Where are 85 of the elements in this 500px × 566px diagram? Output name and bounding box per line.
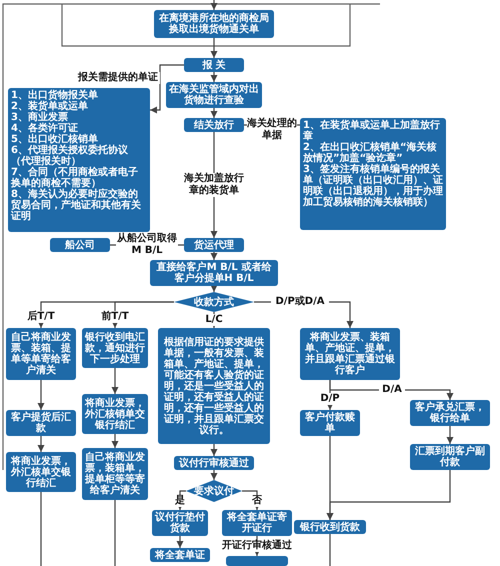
box-text: 结关放行 <box>194 120 234 130</box>
process-box <box>154 10 274 38</box>
list-box <box>300 118 446 230</box>
process-box <box>410 444 490 470</box>
box-text: 议付行审核通过 <box>179 458 249 468</box>
process-box <box>184 58 244 72</box>
edge-label: D/P或D/A <box>271 296 329 308</box>
process-box <box>410 400 490 426</box>
box-text: 将全套单证 <box>155 550 205 560</box>
arrow <box>210 470 218 480</box>
box-text: 银行收到电汇款，通知进行下一步处理 <box>85 332 145 364</box>
arrow <box>37 380 45 410</box>
arrow <box>210 108 218 118</box>
process-box <box>6 410 76 436</box>
list-item: 1、出口货物报关单 <box>11 90 99 101</box>
arrow <box>111 301 174 328</box>
arrow <box>210 72 218 82</box>
process-box <box>184 238 244 252</box>
list-item: 5、出口收汇核销单 <box>11 134 98 145</box>
process-box <box>300 410 360 436</box>
box-text: 在离境港所在地的商检局换取出境货物通关单 <box>158 13 270 35</box>
arrow <box>210 444 218 456</box>
edge-label: D/A <box>379 384 405 396</box>
list-item: 3、签发注有核销单编号的报关单（证明联（出口收汇用）、证明联（出口退税用），用于办理加工贸易核销的海关核销联） <box>303 164 443 208</box>
box-text: 收款方式 <box>194 296 234 308</box>
arrow <box>111 368 119 394</box>
list-item: 3、商业发票 <box>11 112 68 123</box>
arrow <box>150 64 184 114</box>
arrow <box>210 38 218 58</box>
arrow <box>210 0 218 10</box>
box-text: 自己将商业发票，装箱单，提单柜等等寄给客户清关 <box>85 452 145 496</box>
connector-line <box>40 492 42 566</box>
list-item: 6、代理报关授权委托协议（代理报关时） <box>11 145 128 167</box>
box-text: 要求议付 <box>194 486 234 496</box>
box-text: 客户付款赎单 <box>304 412 356 434</box>
list-box <box>8 88 150 232</box>
arrow <box>210 252 218 260</box>
process-box <box>222 510 292 536</box>
box-text: 直接给客户M B/L 或者给客户分提单H B/L <box>156 262 272 284</box>
box-text: 汇票到期客户副付款 <box>414 446 486 468</box>
arrow <box>210 284 218 292</box>
edge-label: 报关需提供的单证 <box>76 72 160 84</box>
connector-line <box>329 534 331 566</box>
edge-label: 是 <box>173 495 187 507</box>
process-box <box>50 238 110 252</box>
box-text: 在海关监管域内对出货物进行查验 <box>169 84 259 106</box>
decision-diamond <box>186 480 242 502</box>
list-item: 8、海关认为必要时应交验的贸易合同，产地证和其他有关证明 <box>11 189 142 222</box>
arrow <box>176 536 184 548</box>
box-text: 客户承兑汇票，银行给单 <box>414 402 486 424</box>
box-text: 船公司 <box>65 240 95 250</box>
decision-diamond <box>174 292 254 312</box>
list-item: 1、在装货单或运单上加盖放行章 <box>303 120 441 142</box>
box-text: 将商业发票，外汇核单交银行结汇 <box>10 456 72 488</box>
process-box <box>226 556 288 566</box>
box-text: 客户提货后汇款 <box>10 412 72 434</box>
box-text: 报 关 <box>202 60 226 70</box>
list-item: 7、合同（不用商检或者电子换单的商检不需要） <box>11 167 139 189</box>
box-text: 货运代理 <box>194 240 234 250</box>
process-box <box>184 118 244 132</box>
list-item: 2、装货单或运单 <box>11 101 89 112</box>
arrow <box>446 426 454 444</box>
edge-label: 开证行审核通过 <box>220 540 294 552</box>
connector-line <box>114 500 116 566</box>
process-box <box>150 548 210 562</box>
edge-label: 海关处理的单据 <box>247 118 297 142</box>
arrow <box>326 470 451 520</box>
box-text: 议付行垫付货款 <box>155 512 205 534</box>
arrow <box>111 434 119 448</box>
box-text: 银行收到货款 <box>300 522 360 532</box>
box-text: 将商业发票，外汇核销单交银行结汇 <box>85 398 145 430</box>
list-item: 4、各类许可证 <box>11 123 78 134</box>
edge-label: 从船公司取得M B/L <box>116 233 178 257</box>
box-text: 将全套单证寄开证行 <box>226 512 288 534</box>
edge-label: 海关加盖放行章的装货单 <box>181 173 247 197</box>
box-text: 自己将商业发票、装箱、提单等单寄给客户清关 <box>10 332 72 376</box>
list-item: 2、在出口收汇核销单“海关核放情况”加盖“验讫章” <box>303 142 437 164</box>
box-text: 根据信用证的要求提供单据，一般有发票、装箱单、产地证、提单，可能还有客人验货的证明，还是一些受益人的证明，还有受益人的证明，还有一些受益人的证明，并且跟单汇票交议行。 <box>162 336 265 436</box>
box-text: 将商业发票、装箱单、产地证、提单，并且跟单汇票通过银行客户 <box>304 332 396 376</box>
process-box <box>150 260 278 286</box>
process-box <box>294 520 366 534</box>
edge-label: 否 <box>250 495 264 507</box>
process-box <box>158 328 270 444</box>
arrow <box>37 436 45 452</box>
process-box <box>174 456 254 470</box>
